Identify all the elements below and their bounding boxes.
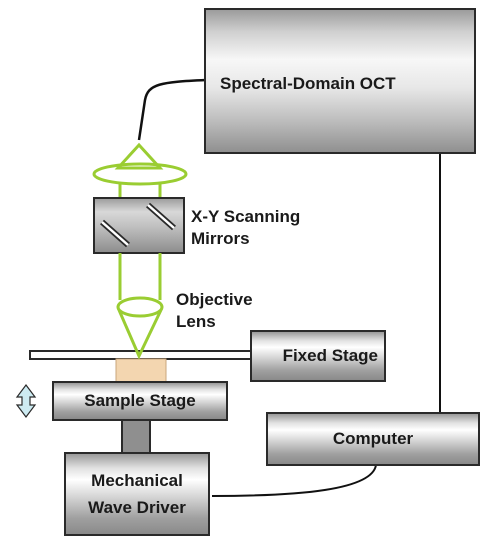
mechanical-wave-driver-box: Mechanical Wave Driver [64,452,210,536]
beam-cone-focus [117,309,163,360]
spectral-domain-oct-box: Spectral-Domain OCT [204,8,476,154]
computer-box: Computer [266,412,480,466]
computer-driver-cable [211,464,377,497]
oct-label: Spectral-Domain OCT [220,74,396,93]
objective-lens [116,296,164,318]
fixed-stage-box: Fixed Stage [250,330,386,382]
objective-label: Objective Lens [176,289,253,333]
fiber-cable [137,78,207,141]
beam-cone-top [114,142,164,170]
stage-pillar [121,419,151,455]
objective-label-line1: Objective [176,290,253,309]
fixed-stage-label: Fixed Stage [282,346,378,365]
wave-driver-label-line1: Mechanical [91,471,183,490]
vertical-motion-arrow [15,384,37,418]
mirrors-label: X-Y Scanning Mirrors [191,206,300,250]
sample-stage-label: Sample Stage [84,391,196,410]
sample-stage-box: Sample Stage [52,381,228,421]
mirrors-label-line1: X-Y Scanning [191,207,301,226]
computer-label: Computer [332,429,414,448]
objective-label-line2: Lens [176,312,216,331]
sample [115,358,167,384]
wave-driver-label-line2: Wave Driver [88,498,186,517]
mirrors-label-line2: Mirrors [191,229,250,248]
collimating-lens [92,162,188,186]
